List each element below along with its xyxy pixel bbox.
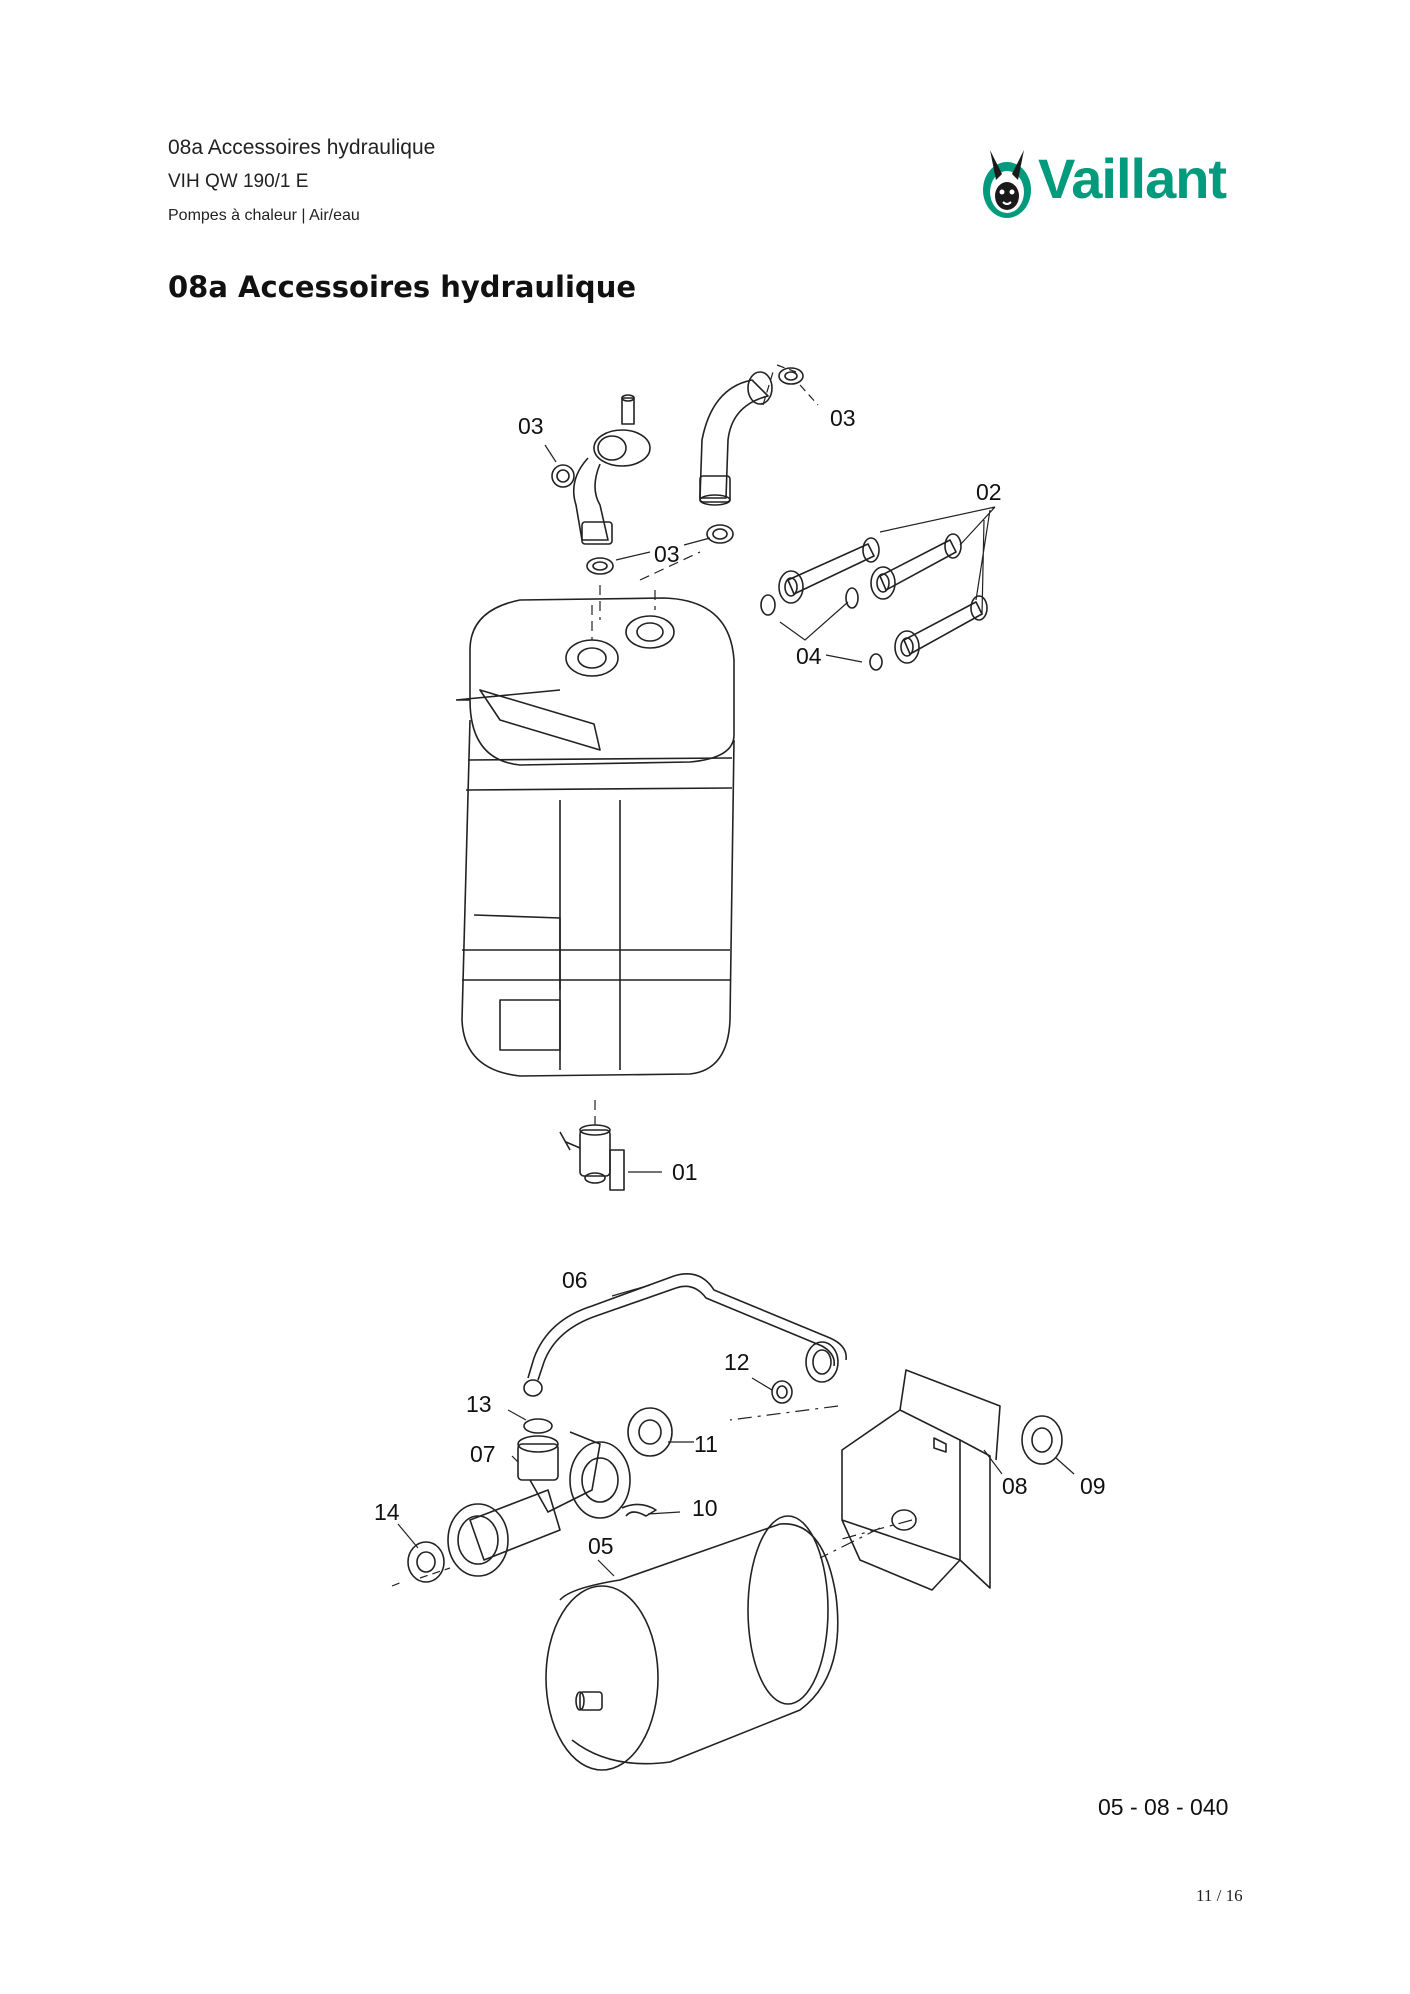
tee-fitting: [407, 1380, 793, 1583]
header-category: Pompes à chaleur | Air/eau: [168, 207, 360, 224]
header-document-title: 08a Accessoires hydraulique: [168, 136, 436, 159]
part-label: 01: [672, 1159, 698, 1185]
storage-tank: [455, 597, 735, 1077]
part-label: 03: [654, 541, 680, 567]
part-label: 06: [562, 1267, 588, 1293]
seal-washer: [551, 367, 804, 575]
hare-logo-icon: [983, 150, 1031, 218]
vaillant-logo: Vaillant: [978, 142, 1258, 226]
page-number: 11 / 16: [1196, 1886, 1243, 1905]
part-label: 11: [694, 1431, 718, 1457]
connection-pipes: [760, 533, 988, 671]
part-label: 09: [1080, 1473, 1106, 1499]
part-label: 14: [374, 1499, 400, 1525]
part-label: 04: [796, 643, 822, 669]
bent-pipe-fitting-left: [572, 394, 651, 545]
part-label: 03: [830, 405, 856, 431]
part-label: 10: [692, 1495, 718, 1521]
header-model: VIH QW 190/1 E: [168, 171, 309, 192]
part-label: 07: [470, 1441, 496, 1467]
diagram-reference-code: 05 - 08 - 040: [1098, 1794, 1229, 1820]
brand-wordmark: Vaillant: [1038, 147, 1227, 210]
part-label: 13: [466, 1391, 492, 1417]
part-label: 03: [518, 413, 544, 439]
drain-valve: [559, 1124, 625, 1191]
expansion-vessel: [545, 1515, 839, 1771]
part-label: 08: [1002, 1473, 1028, 1499]
page-title: 08a Accessoires hydraulique: [168, 270, 637, 304]
part-number-labels: 03 03 02 03 04 01 06 12 13 11 07 10 14 0…: [374, 405, 1106, 1559]
flexible-hose: [523, 1273, 847, 1397]
mounting-bracket: [841, 1369, 1063, 1591]
part-label: 12: [724, 1349, 750, 1375]
part-label: 05: [588, 1533, 614, 1559]
part-label: 02: [976, 479, 1002, 505]
curved-pipe-right: [699, 371, 773, 506]
